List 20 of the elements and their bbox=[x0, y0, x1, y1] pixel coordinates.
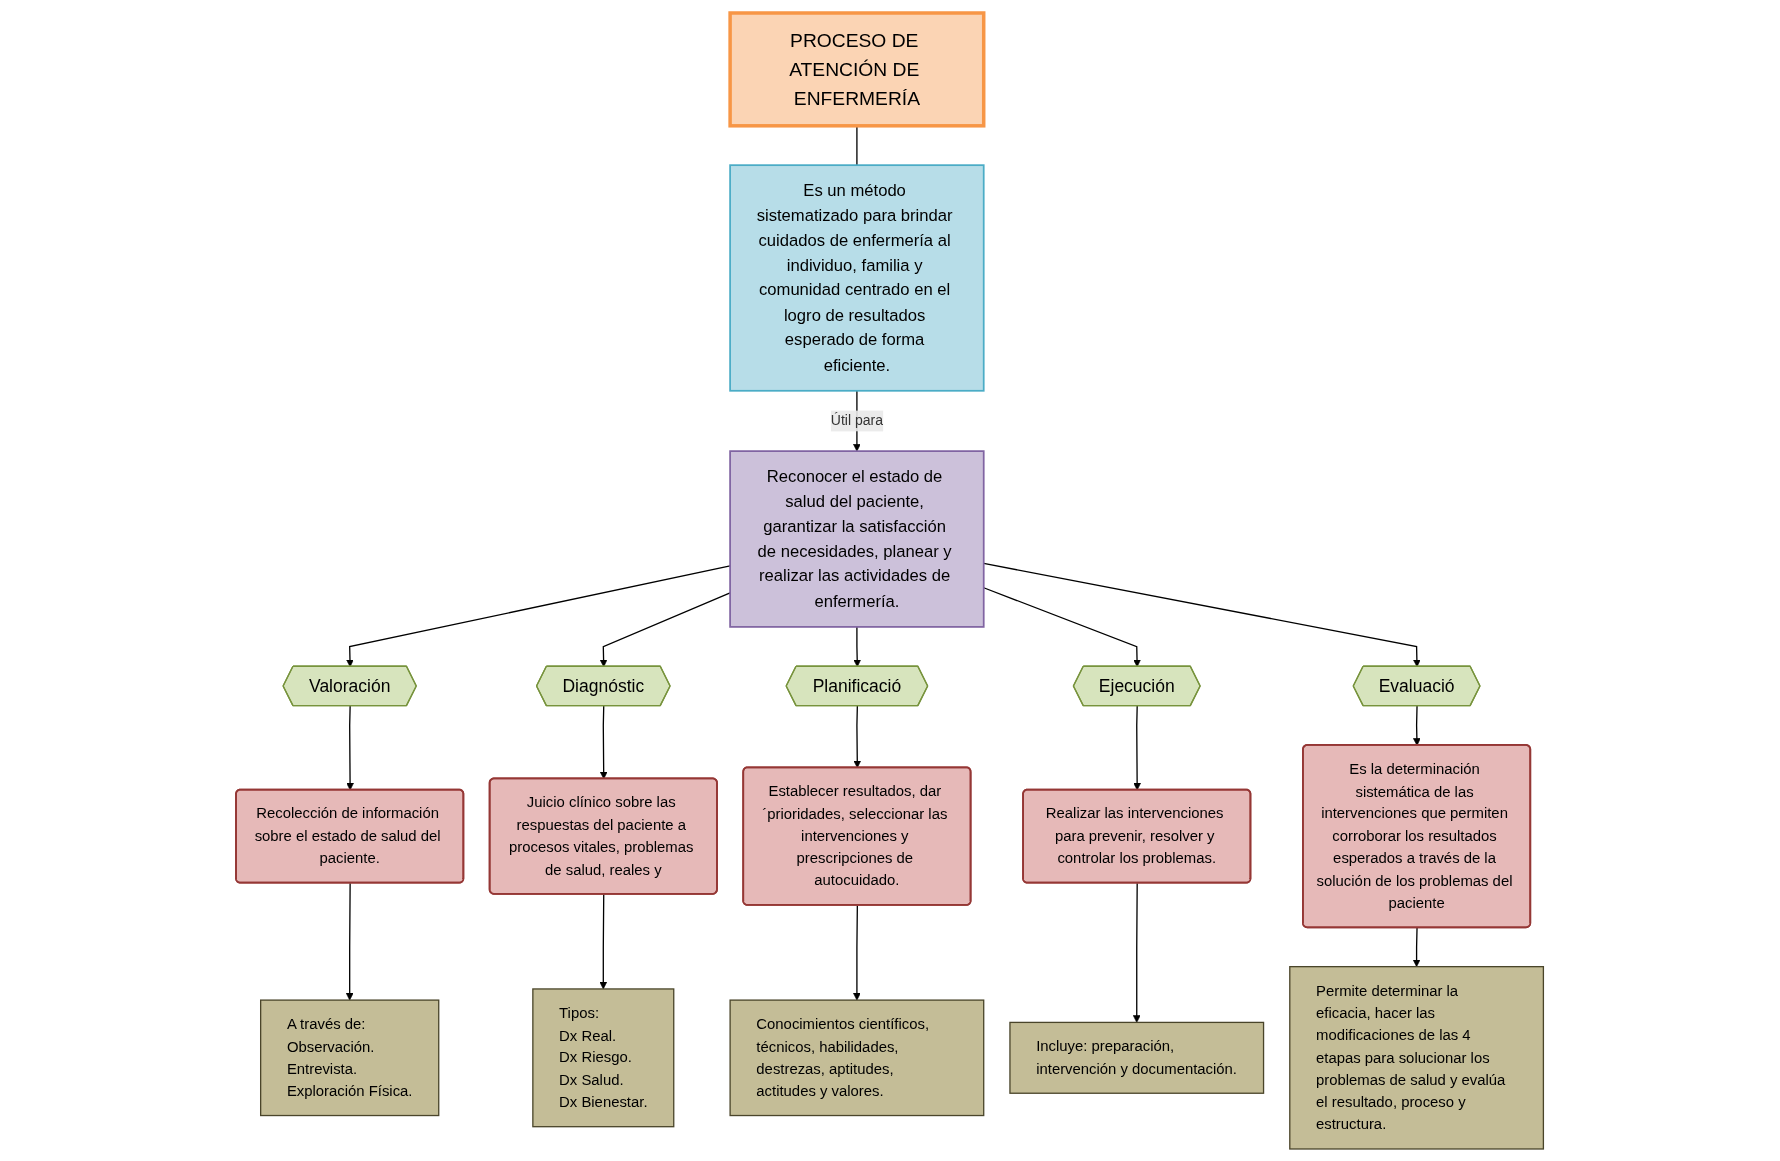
arrow bbox=[346, 704, 355, 790]
node-box: Conocimientos científicos, técnicos, habilidades, destrezas, aptitudes, actitudes y valores. bbox=[729, 998, 985, 1116]
node-box: Tipos: Dx Real. Dx Riesgo. Dx Salud. Dx Bienestar. bbox=[532, 987, 675, 1127]
arrow bbox=[599, 893, 608, 989]
arrow bbox=[346, 882, 354, 1000]
arrow bbox=[853, 704, 862, 768]
arrow bbox=[1413, 704, 1422, 746]
node-box: Incluye: preparación, intervención y documentación. bbox=[1009, 1021, 1265, 1094]
node-box: PROCESO DE ATENCIÓN DE ENFERMERÍA bbox=[728, 10, 986, 128]
arrow bbox=[600, 704, 608, 779]
edge-label: Útil para bbox=[831, 412, 884, 428]
arrow bbox=[853, 625, 862, 667]
arrow bbox=[1133, 882, 1141, 1023]
node-box: Permite determinar la eficacia, hacer las modificaciones de las 4 etapas para solucionar los problemas de salud y evalúa el resultado, proceso y estructura. bbox=[1289, 965, 1545, 1150]
node-box: A través de: Observación. Entrevista. Exploración Física. bbox=[260, 998, 440, 1116]
arrow bbox=[853, 904, 862, 1000]
arrow bbox=[1133, 704, 1142, 790]
arrow bbox=[1413, 926, 1421, 967]
node-box: Es un método sistematizado para brindar cuidados de enfermería al individuo, familia y comunidad centrado en el logro de resultados esperado de forma eficiente. bbox=[729, 163, 985, 392]
node-box: Reconocer el estado de salud del paciente, garantizar la satisfacción de necesidades, planear y realizar las actividades de enfermería. bbox=[729, 449, 985, 628]
